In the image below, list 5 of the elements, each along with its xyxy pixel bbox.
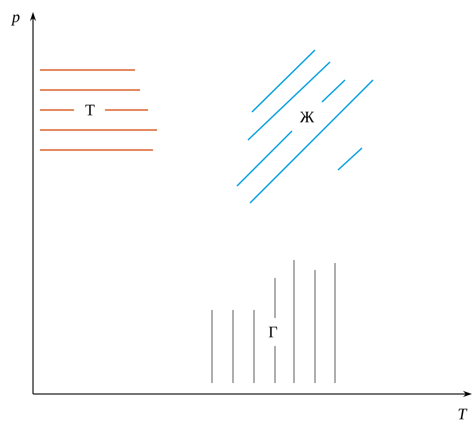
region-label: Т: [85, 104, 95, 116]
region-label: Г: [268, 326, 278, 338]
region-label: Ж: [300, 112, 314, 122]
axis-label: T: [458, 408, 468, 420]
axis-label: p: [11, 14, 20, 26]
